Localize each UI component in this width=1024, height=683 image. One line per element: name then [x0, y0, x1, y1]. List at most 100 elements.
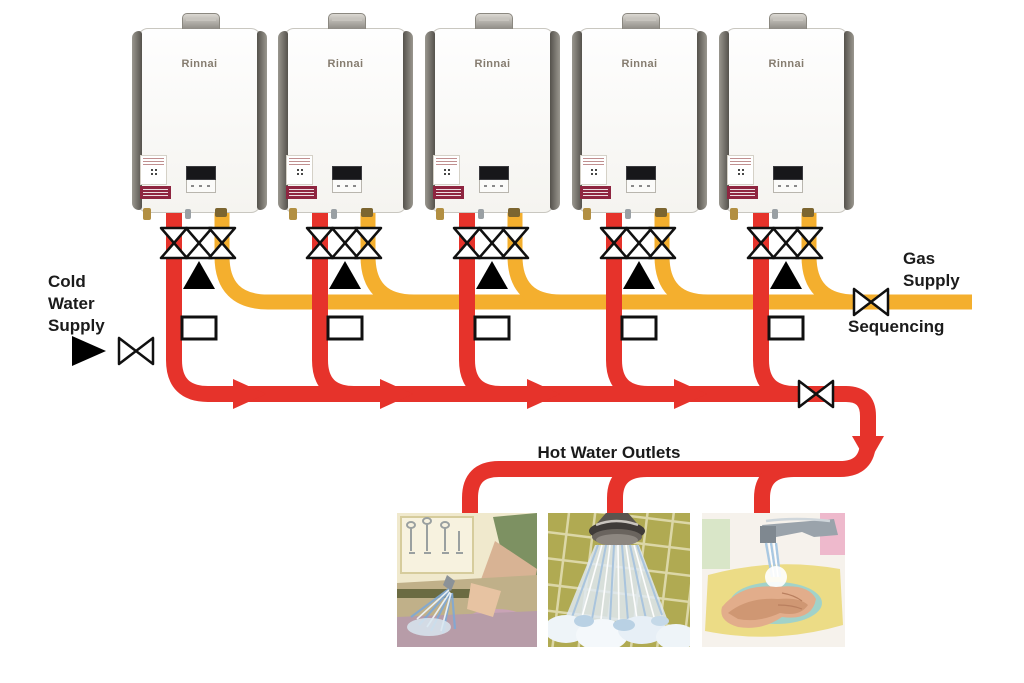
shower-illustration: [548, 513, 690, 647]
flow-arrow-icon: [233, 379, 266, 409]
check-valve-icon: [767, 315, 805, 341]
shutoff-valve-icon: [500, 226, 530, 245]
photo-shower: [548, 513, 690, 647]
shutoff-valve-icon: [814, 379, 835, 409]
water-glow: [765, 566, 787, 588]
shutoff-valve-icon: [305, 241, 335, 260]
display-screen: [331, 166, 362, 180]
spec-text: [436, 158, 457, 165]
spec-label: [140, 155, 167, 185]
spec-text: [730, 158, 751, 165]
panel-buttons: [772, 180, 803, 193]
shutoff-valve-icon: [647, 241, 677, 260]
spec-label: [727, 155, 754, 185]
brand-label: Rinnai: [474, 58, 511, 70]
shutoff-valves: [117, 226, 890, 409]
shutoff-valve-icon: [477, 241, 507, 260]
brand-label: Rinnai: [621, 58, 658, 70]
check-valve-icon: [326, 315, 364, 341]
shutoff-valve-icon: [207, 226, 237, 245]
gas-fitting: [215, 208, 227, 217]
hand-washing-illustration: [702, 513, 845, 647]
flow-arrow-icon: [852, 436, 884, 464]
hot-water-piping: [166, 206, 884, 524]
control-panel: [331, 166, 362, 193]
shower-head-icon: [589, 513, 645, 546]
spec-label: [433, 155, 460, 185]
gas-fitting: [655, 208, 667, 217]
shutoff-valve-icon: [134, 336, 155, 366]
brand-label: Rinnai: [768, 58, 805, 70]
qr-code: [589, 167, 598, 176]
unit-side-rail: [572, 31, 582, 210]
panel-buttons: [185, 180, 216, 193]
water-heater-unit: Rinnai: [718, 13, 855, 220]
flow-arrow-icon: [770, 261, 802, 289]
cold-water-supply-label: Cold Water Supply: [48, 271, 105, 337]
shutoff-valve-icon: [794, 241, 824, 260]
faucet-icon: [760, 517, 838, 543]
gray-fitting: [185, 209, 191, 219]
vent-pipe: [181, 13, 220, 29]
unit-side-rail: [278, 31, 288, 210]
shutoff-valve-icon: [794, 226, 824, 245]
brass-fitting: [289, 208, 297, 220]
check-valve-icon: [180, 315, 218, 341]
sprayer-icon: [443, 575, 455, 591]
shutoff-valve-icon: [852, 287, 873, 317]
gray-fitting: [772, 209, 778, 219]
shutoff-valve-icon: [599, 226, 629, 245]
qr-code: [295, 167, 304, 176]
flow-arrow-icon: [72, 336, 106, 366]
water-heater-unit: Rinnai: [277, 13, 414, 220]
flow-arrow-icon: [329, 261, 361, 289]
unit-side-rail: [132, 31, 142, 210]
label-line: Supply: [903, 271, 960, 290]
brass-fitting: [143, 208, 151, 220]
shutoff-valve-icon: [452, 241, 482, 260]
hot-outlet-branch: [754, 461, 795, 524]
shutoff-valve-icon: [797, 379, 818, 409]
display-screen: [478, 166, 509, 180]
unit-side-rail: [697, 31, 707, 210]
label-line: Water: [48, 294, 95, 313]
gas-supply-label: Gas Supply: [903, 248, 960, 292]
shutoff-valve-icon: [869, 287, 890, 317]
flow-arrow-icon: [623, 261, 655, 289]
label-line: Cold: [48, 272, 86, 291]
panel-buttons: [625, 180, 656, 193]
warning-label: [727, 186, 758, 199]
shutoff-valve-icon: [452, 226, 482, 245]
water-splash: [407, 618, 451, 636]
shutoff-valve-icon: [305, 226, 335, 245]
warning-label: [286, 186, 317, 199]
shutoff-valve-icon: [353, 226, 383, 245]
hot-outlet-branch: [607, 461, 648, 524]
warning-label: [433, 186, 464, 199]
flow-arrow-icon: [476, 261, 508, 289]
water-heater-unit: Rinnai: [571, 13, 708, 220]
water-streaks: [571, 544, 663, 622]
shutoff-valve-icon: [771, 241, 801, 260]
sequencing-label: Sequencing: [848, 317, 945, 336]
shutoff-valve-icon: [159, 226, 189, 245]
unit-side-rail: [719, 31, 729, 210]
mirror: [400, 516, 474, 574]
unit-side-rail: [550, 31, 560, 210]
display-screen: [625, 166, 656, 180]
shutoff-valve-icon: [746, 226, 776, 245]
gray-fitting: [331, 209, 337, 219]
unit-side-rail: [844, 31, 854, 210]
vent-pipe: [327, 13, 366, 29]
panel-buttons: [331, 180, 362, 193]
vent-pipe: [474, 13, 513, 29]
flow-arrow-icon: [183, 261, 215, 289]
shutoff-valve-icon: [353, 241, 383, 260]
vent-pipe: [621, 13, 660, 29]
spec-text: [583, 158, 604, 165]
check-valves: [180, 315, 805, 341]
shutoff-valve-icon: [330, 226, 360, 245]
shutoff-valve-icon: [647, 226, 677, 245]
